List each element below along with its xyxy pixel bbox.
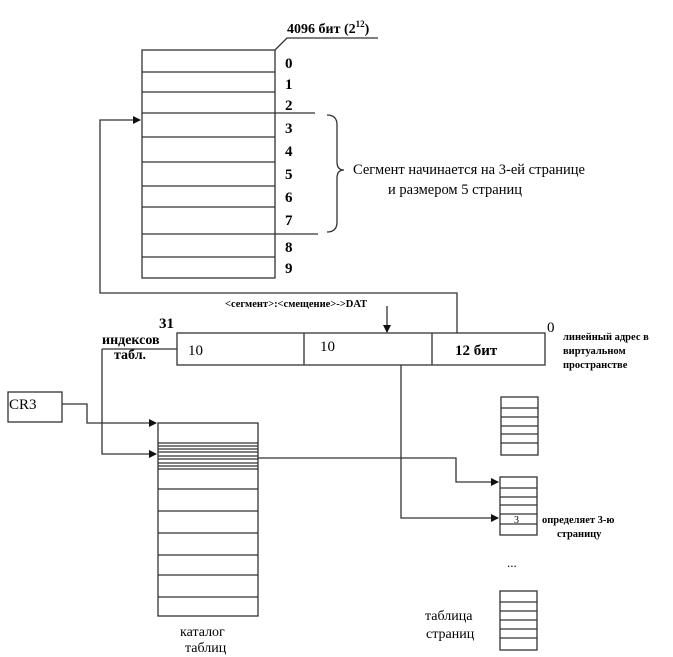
table-catalog-block bbox=[157, 422, 259, 617]
page-table-upper bbox=[500, 396, 539, 456]
entry-note-line1: определяет 3-ю bbox=[542, 515, 614, 526]
segment-note-line1: Сегмент начинается на 3-ей странице bbox=[353, 162, 585, 178]
page-number: 7 bbox=[285, 213, 293, 229]
linear-address-desc-line2: виртуальном bbox=[563, 346, 626, 357]
page-table-label-line2: страниц bbox=[426, 627, 475, 642]
index-label-line1: индексов bbox=[102, 333, 160, 348]
directory-index-field: 10 bbox=[188, 343, 203, 359]
offset-to-page-arrow bbox=[99, 116, 458, 334]
catalog-frame bbox=[157, 422, 259, 617]
page-number: 6 bbox=[285, 190, 293, 206]
page-size-label: 4096 бит (212) bbox=[287, 19, 370, 37]
high-bit-label: 31 bbox=[159, 316, 174, 332]
dat-label: <сегмент>:<смещение>->DAT bbox=[225, 299, 367, 310]
linear-address-frame bbox=[176, 332, 546, 366]
size-leader-line bbox=[274, 37, 378, 51]
catalog-to-table-arrow bbox=[258, 457, 499, 486]
memory-block-frame bbox=[141, 49, 276, 279]
page-number: 8 bbox=[285, 240, 293, 256]
linear-address-desc-line1: линейный адрес в bbox=[563, 332, 649, 343]
table-index-arrow bbox=[400, 365, 499, 522]
segment-note-line2: и размером 5 страниц bbox=[388, 182, 522, 198]
cr3-label: CR3 bbox=[9, 397, 37, 413]
memory-pages-block bbox=[141, 49, 318, 279]
page-number: 0 bbox=[285, 56, 293, 72]
page-number: 4 bbox=[285, 144, 293, 160]
cr3-register bbox=[7, 391, 63, 423]
ellipsis: ... bbox=[507, 555, 517, 570]
page-number: 5 bbox=[285, 167, 293, 183]
page-table-frame bbox=[499, 476, 538, 536]
page-number: 9 bbox=[285, 261, 293, 277]
catalog-label-line2: таблиц bbox=[185, 641, 227, 656]
entry-note-line2: страницу bbox=[557, 529, 602, 540]
page-table-lower bbox=[499, 590, 538, 651]
offset-field: 12 бит bbox=[455, 343, 498, 359]
linear-address-desc-line3: пространстве bbox=[563, 360, 628, 371]
page-number: 3 bbox=[285, 121, 293, 137]
page-number: 1 bbox=[285, 77, 293, 93]
page-table-label-line1: таблица bbox=[425, 609, 473, 624]
page-table-active bbox=[499, 476, 538, 536]
catalog-label-line1: каталог bbox=[180, 625, 225, 640]
linear-address-register bbox=[176, 332, 546, 366]
page-number: 2 bbox=[285, 98, 293, 114]
directory-index-arrow bbox=[101, 349, 157, 458]
segment-brace bbox=[326, 114, 345, 233]
low-bit-label: 0 bbox=[547, 320, 555, 336]
index-label-line2: табл. bbox=[114, 348, 146, 363]
page-table-entry-value: 3 bbox=[514, 515, 519, 526]
cr3-arrow bbox=[62, 403, 157, 427]
table-index-field: 10 bbox=[320, 339, 335, 355]
